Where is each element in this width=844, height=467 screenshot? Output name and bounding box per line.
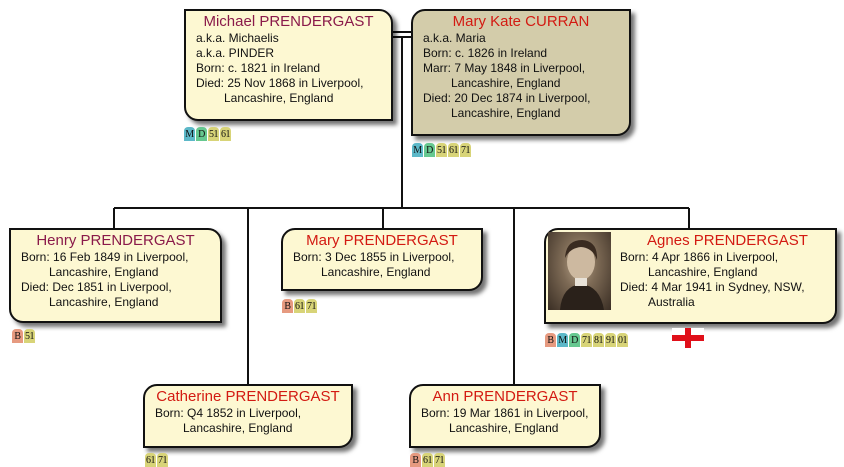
detail-line: Australia bbox=[648, 295, 695, 309]
detail-line: Lancashire, England bbox=[49, 265, 159, 279]
census-record-tag[interactable]: 01 bbox=[617, 333, 628, 347]
census-record-tag[interactable]: 61 bbox=[294, 299, 305, 313]
detail-line: Marr: 7 May 1848 in Liverpool, bbox=[423, 61, 586, 75]
census-record-tag[interactable]: 71 bbox=[157, 453, 168, 467]
detail-line: Born: 4 Apr 1866 in Liverpool, bbox=[620, 250, 779, 264]
person-name: Mary PRENDERGAST bbox=[306, 232, 458, 249]
census-record-tag[interactable]: 91 bbox=[605, 333, 616, 347]
marriage-record-tag[interactable]: M bbox=[557, 333, 568, 347]
portrait-photo bbox=[548, 232, 611, 310]
detail-line: Lancashire, England bbox=[321, 265, 431, 279]
detail-line: a.k.a. Maria bbox=[423, 31, 486, 45]
census-record-tag[interactable]: 71 bbox=[460, 143, 471, 157]
record-tags-catherine: 61 71 bbox=[145, 453, 168, 467]
person-card-ann[interactable]: Ann PRENDERGAST Born: 19 Mar 1861 in Liv… bbox=[409, 384, 601, 448]
detail-line: Born: 16 Feb 1849 in Liverpool, bbox=[21, 250, 189, 264]
person-card-henry[interactable]: Henry PRENDERGAST Born: 16 Feb 1849 in L… bbox=[9, 228, 222, 323]
birth-record-tag[interactable]: B bbox=[282, 299, 293, 313]
detail-line: Lancashire, England bbox=[49, 295, 159, 309]
death-record-tag[interactable]: D bbox=[424, 143, 435, 157]
england-flag-icon bbox=[672, 328, 704, 348]
record-tags-mary: B 61 71 bbox=[282, 299, 317, 313]
person-card-catherine[interactable]: Catherine PRENDERGAST Born: Q4 1852 in L… bbox=[143, 384, 353, 448]
census-record-tag[interactable]: 51 bbox=[208, 127, 219, 141]
census-record-tag[interactable]: 51 bbox=[436, 143, 447, 157]
person-card-mary-kate[interactable]: Mary Kate CURRAN a.k.a. Maria Born: c. 1… bbox=[411, 9, 631, 136]
census-record-tag[interactable]: 61 bbox=[422, 453, 433, 467]
detail-line: Born: c. 1821 in Ireland bbox=[196, 61, 321, 75]
person-name: Ann PRENDERGAST bbox=[432, 388, 578, 405]
census-record-tag[interactable]: 61 bbox=[220, 127, 231, 141]
census-record-tag[interactable]: 71 bbox=[434, 453, 445, 467]
record-tags-henry: B 51 bbox=[12, 329, 35, 343]
person-card-michael[interactable]: Michael PRENDERGAST a.k.a. Michaelis a.k… bbox=[184, 9, 393, 121]
detail-line: Lancashire, England bbox=[451, 106, 561, 120]
detail-line: Born: Q4 1852 in Liverpool, bbox=[155, 406, 302, 420]
person-name: Agnes PRENDERGAST bbox=[647, 232, 808, 249]
person-name: Michael PRENDERGAST bbox=[203, 13, 374, 30]
death-record-tag[interactable]: D bbox=[569, 333, 580, 347]
census-record-tag[interactable]: 61 bbox=[448, 143, 459, 157]
detail-line: Died: 4 Mar 1941 in Sydney, NSW, bbox=[620, 280, 805, 294]
person-name: Catherine PRENDERGAST bbox=[156, 388, 340, 405]
marriage-record-tag[interactable]: M bbox=[412, 143, 423, 157]
detail-line: Lancashire, England bbox=[183, 421, 293, 435]
detail-line: Born: c. 1826 in Ireland bbox=[423, 46, 548, 60]
birth-record-tag[interactable]: B bbox=[410, 453, 421, 467]
detail-line: Lancashire, England bbox=[648, 265, 758, 279]
detail-line: a.k.a. PINDER bbox=[196, 46, 275, 60]
detail-line: Died: 25 Nov 1868 in Liverpool, bbox=[196, 76, 364, 90]
person-card-mary[interactable]: Mary PRENDERGAST Born: 3 Dec 1855 in Liv… bbox=[281, 228, 483, 291]
detail-line: Born: 3 Dec 1855 in Liverpool, bbox=[293, 250, 455, 264]
census-record-tag[interactable]: 61 bbox=[145, 453, 156, 467]
detail-line: Died: Dec 1851 in Liverpool, bbox=[21, 280, 172, 294]
census-record-tag[interactable]: 51 bbox=[24, 329, 35, 343]
record-tags-agnes: B M D 71 81 91 01 bbox=[545, 333, 628, 347]
detail-line: a.k.a. Michaelis bbox=[196, 31, 279, 45]
marriage-record-tag[interactable]: M bbox=[184, 127, 195, 141]
birth-record-tag[interactable]: B bbox=[12, 329, 23, 343]
census-record-tag[interactable]: 81 bbox=[593, 333, 604, 347]
detail-line: Born: 19 Mar 1861 in Liverpool, bbox=[421, 406, 589, 420]
record-tags-ann: B 61 71 bbox=[410, 453, 445, 467]
census-record-tag[interactable]: 71 bbox=[581, 333, 592, 347]
record-tags-mary-kate: M D 51 61 71 bbox=[412, 143, 471, 157]
detail-line: Lancashire, England bbox=[224, 91, 334, 105]
census-record-tag[interactable]: 71 bbox=[306, 299, 317, 313]
person-card-agnes[interactable]: Agnes PRENDERGAST Born: 4 Apr 1866 in Li… bbox=[544, 228, 837, 324]
death-record-tag[interactable]: D bbox=[196, 127, 207, 141]
person-name: Henry PRENDERGAST bbox=[36, 232, 195, 249]
person-name: Mary Kate CURRAN bbox=[452, 13, 590, 30]
birth-record-tag[interactable]: B bbox=[545, 333, 556, 347]
detail-line: Died: 20 Dec 1874 in Liverpool, bbox=[423, 91, 591, 105]
detail-line: Lancashire, England bbox=[451, 76, 561, 90]
record-tags-michael: M D 51 61 bbox=[184, 127, 231, 141]
detail-line: Lancashire, England bbox=[449, 421, 559, 435]
